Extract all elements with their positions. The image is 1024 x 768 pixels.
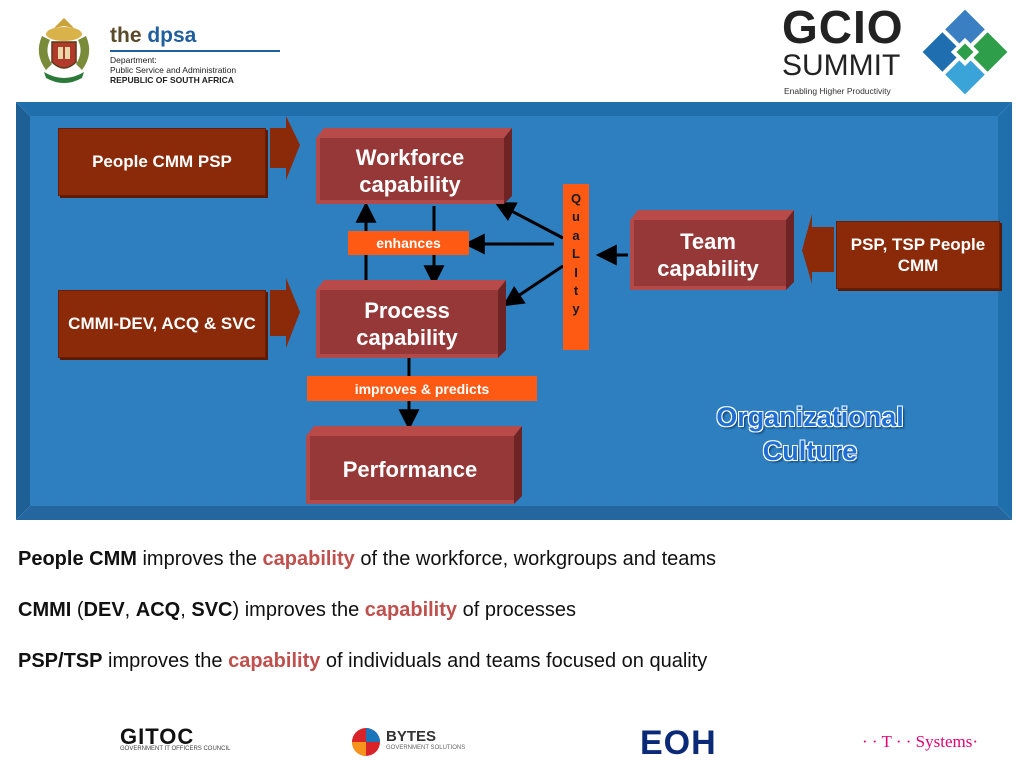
performance-label: Performance [342,457,478,483]
quality-letter: I [574,264,578,280]
dpsa-dept-line1: Department: [110,55,157,65]
statement-text: of the workforce, workgroups and teams [354,548,717,570]
statement-text: ) improves the [232,599,365,621]
psp-tsp-label: PSP, TSP People CMM [850,234,986,275]
dpsa-department: Department: Public Service and Administr… [110,55,236,85]
team-capability-box: Team capability [630,220,786,290]
process-capability-box: Process capability [316,290,498,358]
statement-text: , [180,599,192,621]
t-systems-logo: · · T · · Systems· [862,732,979,751]
gitoc-logo: GITOC [120,724,195,749]
enhances-label: enhances [376,235,441,251]
dpsa-name: the dpsa [110,24,196,48]
arrow-quality-to-process [502,264,564,307]
arrow-right-cmmi [270,278,300,348]
statement-text: , [124,599,136,621]
cmmi-label: CMMI-DEV, ACQ & SVC [68,314,256,334]
team-capability-label: Team capability [657,228,759,282]
gitoc-subtitle: GOVERNMENT IT OFFICERS COUNCIL [120,746,231,752]
statement-text: of processes [457,599,576,621]
people-cmm-psp-label: People CMM PSP [92,152,232,172]
quality-letter: y [572,301,580,317]
capability-highlight: capability [364,599,458,621]
statement-text: ( [71,599,84,621]
arrow-quality-to-workforce [494,202,564,240]
quality-letter: L [572,246,580,262]
statement-people-cmm: People CMM improves the capability of th… [18,548,716,571]
coat-of-arms-icon [38,18,90,83]
quality-letter: a [572,227,580,243]
statement-text: improves the [102,650,229,672]
dpsa-prefix: the [110,24,148,47]
arrow-right-people [270,116,300,180]
organizational-culture-label: Organizational Culture [680,400,940,468]
improves-predicts-label: improves & predicts [354,380,490,397]
statement-subject: PSP/TSP [18,650,103,672]
performance-box: Performance [306,436,514,504]
psp-tsp-box: PSP, TSP People CMM [836,221,1000,289]
process-capability-label: Process capability [356,297,458,351]
enhances-tag: enhances [348,231,469,255]
org-culture-line2: Culture [762,436,858,466]
improves-predicts-tag: improves & predicts [307,376,537,401]
statement-subject: ACQ [135,599,181,621]
gcio-subtitle: SUMMIT [782,49,901,82]
statement-text: of individuals and teams focused on qual… [320,650,708,672]
dpsa-dept-line2: Public Service and Administration [110,65,237,75]
quality-letter: u [572,209,580,225]
statement-subject: DEV [83,599,125,621]
statement-cmmi: CMMI (DEV, ACQ, SVC) improves the capabi… [18,599,576,622]
bytes-subtitle: GOVERNMENT SOLUTIONS [386,745,466,751]
quality-bar: Q u a L I t y [563,184,589,350]
dpsa-divider [110,50,280,52]
org-culture-line1: Organizational [716,402,904,432]
dpsa-brand: dpsa [147,24,197,47]
statement-text: improves the [136,548,263,570]
gcio-tagline: Enabling Higher Productivity [784,86,891,96]
gcio-title: GCIO [782,1,904,53]
people-cmm-psp-box: People CMM PSP [58,128,266,196]
bytes-logo-icon [352,728,380,756]
dpsa-dept-line3: REPUBLIC OF SOUTH AFRICA [110,75,234,85]
arrow-left-psp [802,214,834,284]
capability-highlight: capability [262,548,355,570]
quality-letter: t [573,283,579,299]
eoh-logo: EOH [640,724,717,762]
cmmi-box: CMMI-DEV, ACQ & SVC [58,290,266,358]
capability-highlight: capability [228,650,321,672]
statement-psp-tsp: PSP/TSP improves the capability of indiv… [18,650,707,673]
gcio-diamond-logo-icon [922,9,1008,95]
statement-subject: CMMI [18,599,72,621]
bytes-logo-text: BYTES [386,728,437,745]
statement-subject: People CMM [18,548,137,570]
statement-subject: SVC [191,599,233,621]
quality-letter: Q [570,191,582,206]
workforce-capability-label: Workforce capability [355,144,465,198]
workforce-capability-box: Workforce capability [316,138,504,204]
